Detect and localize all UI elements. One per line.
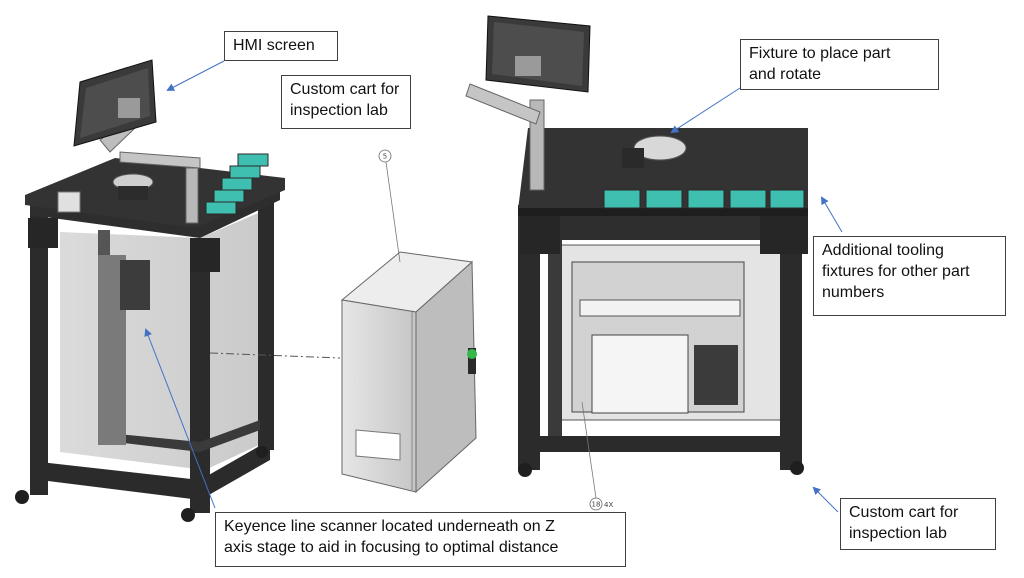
balloon-qty-4x: 4X [604,501,613,509]
callout-line: inspection lab [290,102,388,119]
callout-line: fixtures for other part [822,263,970,280]
callout-line: Custom cart for [290,81,400,98]
callout-line: numbers [822,284,885,301]
callout-hmi-screen: HMI screen [224,31,338,61]
callout-line: Keyence line scanner located underneath … [224,518,555,535]
callout-line: and rotate [749,66,822,83]
leader-arrows [144,60,843,513]
callout-fixture: Fixture to place part and rotate [740,39,939,90]
electrical-enclosure: 5 [209,149,477,494]
callout-custom-cart-top: Custom cart for inspection lab [281,75,411,129]
callout-line: Additional tooling [822,242,944,259]
callout-line: axis stage to aid in focusing to optimal… [224,539,559,556]
callout-line: inspection lab [849,525,947,542]
callout-additional-tooling: Additional tooling fixtures for other pa… [813,236,1006,316]
left-cart [15,59,285,522]
callout-custom-cart-bottom: Custom cart for inspection lab [840,498,996,550]
right-cart: 18 4X [465,15,808,511]
callout-line: Custom cart for [849,504,959,521]
balloon-5: 5 [383,153,387,161]
callout-line: HMI screen [233,37,315,54]
callout-line: Fixture to place part [749,45,891,62]
callout-keyence-scanner: Keyence line scanner located underneath … [215,512,626,567]
balloon-18: 18 [592,501,601,509]
